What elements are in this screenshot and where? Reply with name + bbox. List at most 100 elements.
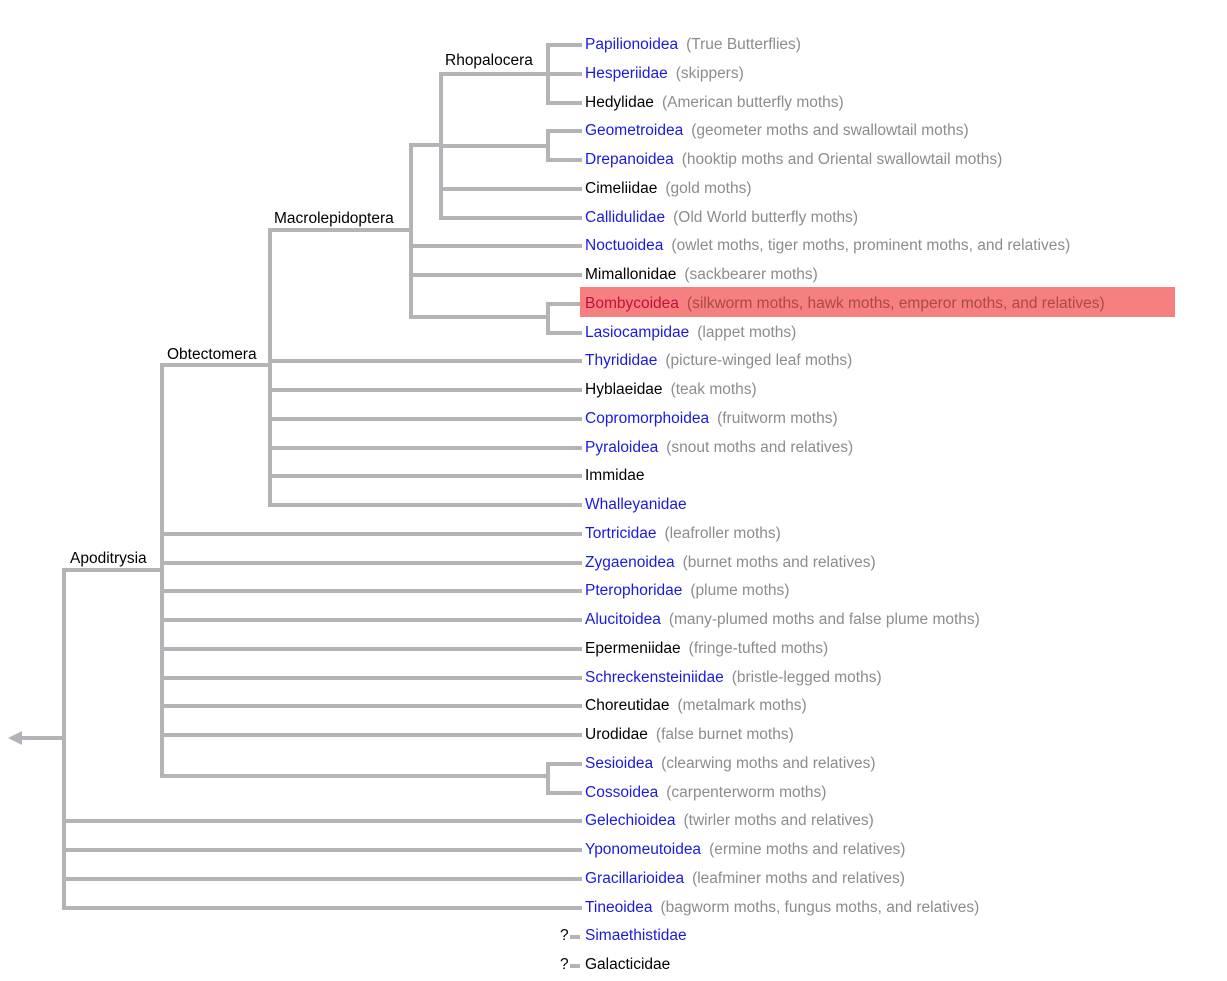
taxon-row[interactable]: Copromorphoidea (fruitworm moths)	[585, 409, 838, 429]
taxon-row: Urodidae (false burnet moths)	[585, 725, 794, 745]
taxon-link[interactable]: Yponomeutoidea	[585, 841, 702, 858]
taxon-description: (ermine moths and relatives)	[709, 841, 906, 858]
taxon-row: Mimallonidae (sackbearer moths)	[585, 265, 818, 285]
taxon-description: (hooktip moths and Oriental swallowtail …	[681, 151, 1003, 168]
taxon-description: (fringe-tufted moths)	[688, 640, 829, 657]
taxon-row[interactable]: Simaethistidae	[585, 926, 687, 946]
taxon-link[interactable]: Simaethistidae	[585, 927, 687, 944]
taxon-link[interactable]: Whalleyanidae	[585, 496, 687, 513]
taxon-row[interactable]: Pyraloidea (snout moths and relatives)	[585, 438, 853, 458]
taxon-row[interactable]: Cossoidea (carpenterworm moths)	[585, 783, 826, 803]
taxon-row[interactable]: Schreckensteiniidae(bristle-legged moths…	[585, 668, 882, 688]
taxon-description: (Old World butterfly moths)	[673, 209, 859, 226]
taxon-link[interactable]: Hesperiidae	[585, 65, 668, 82]
taxon-row[interactable]: Yponomeutoidea (ermine moths and relative…	[585, 840, 905, 860]
taxon-link[interactable]: Callidulidae	[585, 209, 666, 226]
taxon-link[interactable]: Schreckensteiniidae	[585, 669, 724, 686]
taxon-row: Hyblaeidae (teak moths)	[585, 380, 757, 400]
taxon-description: (gold moths)	[665, 180, 752, 197]
taxon-description: (clearwing moths and relatives)	[661, 755, 876, 772]
taxon-row: Galacticidae	[585, 955, 670, 975]
taxon-row[interactable]: Geometroidea (geometer moths and swallowt…	[585, 121, 969, 141]
taxon-description: (false burnet moths)	[655, 726, 794, 743]
uncertain-branch	[570, 964, 580, 968]
taxon-name: Hyblaeidae	[585, 381, 663, 398]
taxon-description: (metalmark moths)	[677, 697, 807, 714]
taxon-row: Choreutidae (metalmark moths)	[585, 696, 807, 716]
taxon-row: Immidae	[585, 466, 644, 486]
taxon-row[interactable]: Whalleyanidae	[585, 495, 687, 515]
taxon-row[interactable]: Bombycoidea (silkworm moths, hawk moths, …	[585, 294, 1105, 314]
taxon-link[interactable]: Papilionoidea	[585, 36, 679, 53]
taxon-description: (bagworm moths, fungus moths, and relati…	[660, 899, 980, 916]
taxon-name: Hedylidae	[585, 94, 654, 111]
taxon-description: (leafminer moths and relatives)	[692, 870, 905, 887]
taxon-description: (twirler moths and relatives)	[683, 812, 874, 829]
clade-label-macrolepidoptera: Macrolepidoptera	[274, 210, 394, 227]
taxon-link[interactable]: Gracillarioidea	[585, 870, 685, 887]
taxon-row[interactable]: Hesperiidae (skippers)	[585, 64, 744, 84]
taxon-description: (silkworm moths, hawk moths, emperor mot…	[686, 295, 1105, 312]
taxon-row[interactable]: Sesioidea (clearwing moths and relatives)	[585, 754, 876, 774]
taxon-row[interactable]: Callidulidae (Old World butterfly moths)	[585, 208, 858, 228]
taxon-row[interactable]: Papilionoidea (True Butterflies)	[585, 35, 801, 55]
clade-label-apoditrysia: Apoditrysia	[70, 550, 147, 567]
taxon-link[interactable]: Noctuoidea	[585, 237, 664, 254]
taxon-row[interactable]: Tortricidae (leafroller moths)	[585, 524, 781, 544]
taxon-description: (lappet moths)	[697, 324, 797, 341]
taxon-row[interactable]: Noctuoidea(owlet moths, tiger moths, pro…	[585, 236, 1070, 256]
taxon-description: (carpenterworm moths)	[666, 784, 827, 801]
taxon-description: (picture-winged leaf moths)	[665, 352, 853, 369]
taxon-description: (plume moths)	[690, 582, 790, 599]
taxon-name: Cimeliidae	[585, 180, 658, 197]
taxon-description: (True Butterflies)	[686, 36, 801, 53]
taxon-link[interactable]: Cossoidea	[585, 784, 659, 801]
taxon-row: Epermeniidae(fringe-tufted moths)	[585, 639, 828, 659]
taxon-link[interactable]: Geometroidea	[585, 122, 684, 139]
taxon-row[interactable]: Tineoidea (bagworm moths, fungus moths, a…	[585, 898, 979, 918]
taxon-name: Immidae	[585, 467, 645, 484]
taxon-row[interactable]: Pterophoridae (plume moths)	[585, 581, 789, 601]
taxon-description: (leafroller moths)	[664, 525, 781, 542]
taxon-row[interactable]: Alucitoidea(many-plumed moths and false …	[585, 610, 980, 630]
taxon-link[interactable]: Gelechioidea	[585, 812, 676, 829]
taxon-link[interactable]: Drepanoidea	[585, 151, 674, 168]
taxon-link[interactable]: Tineoidea	[585, 899, 653, 916]
clade-label-rhopalocera: Rhopalocera	[445, 52, 533, 69]
taxon-description: (fruitworm moths)	[717, 410, 838, 427]
taxon-link[interactable]: Copromorphoidea	[585, 410, 710, 427]
taxon-link[interactable]: Lasiocampidae	[585, 324, 690, 341]
taxon-description: (geometer moths and swallowtail moths)	[691, 122, 969, 139]
taxon-description: (sackbearer moths)	[684, 266, 818, 283]
taxon-link[interactable]: Zygaenoidea	[585, 554, 675, 571]
taxon-name: Galacticidae	[585, 956, 671, 973]
taxon-link[interactable]: Bombycoidea	[585, 295, 679, 312]
taxon-link[interactable]: Sesioidea	[585, 755, 654, 772]
taxon-name: Choreutidae	[585, 697, 670, 714]
taxon-name: Mimallonidae	[585, 266, 677, 283]
taxon-description: (teak moths)	[670, 381, 757, 398]
taxon-link[interactable]: Pyraloidea	[585, 439, 659, 456]
taxon-link[interactable]: Thyrididae	[585, 352, 658, 369]
taxon-description: (American butterfly moths)	[661, 94, 844, 111]
taxon-row[interactable]: Drepanoidea (hooktip moths and Oriental s…	[585, 150, 1002, 170]
taxon-description: (skippers)	[675, 65, 744, 82]
taxon-row: Hedylidae (American butterfly moths)	[585, 93, 844, 113]
taxon-row[interactable]: Gelechioidea (twirler moths and relatives…	[585, 811, 874, 831]
taxon-row[interactable]: Gracillarioidea (leafminer moths and rela…	[585, 869, 905, 889]
taxon-row[interactable]: Thyrididae (picture-winged leaf moths)	[585, 351, 852, 371]
taxon-row[interactable]: Lasiocampidae (lappet moths)	[585, 323, 796, 343]
taxon-row[interactable]: Zygaenoidea(burnet moths and relatives)	[585, 553, 876, 573]
uncertain-mark: ?	[560, 927, 569, 944]
uncertain-mark: ?	[560, 956, 569, 973]
taxon-link[interactable]: Pterophoridae	[585, 582, 683, 599]
taxon-row: Cimeliidae (gold moths)	[585, 179, 752, 199]
taxon-description: (snout moths and relatives)	[666, 439, 854, 456]
clade-label-obtectomera: Obtectomera	[167, 346, 257, 363]
highlight-box	[580, 287, 1175, 317]
arrow-left-icon[interactable]	[8, 731, 22, 745]
taxon-link[interactable]: Tortricidae	[585, 525, 657, 542]
taxon-name: Urodidae	[585, 726, 648, 743]
taxon-link[interactable]: Alucitoidea	[585, 611, 661, 628]
